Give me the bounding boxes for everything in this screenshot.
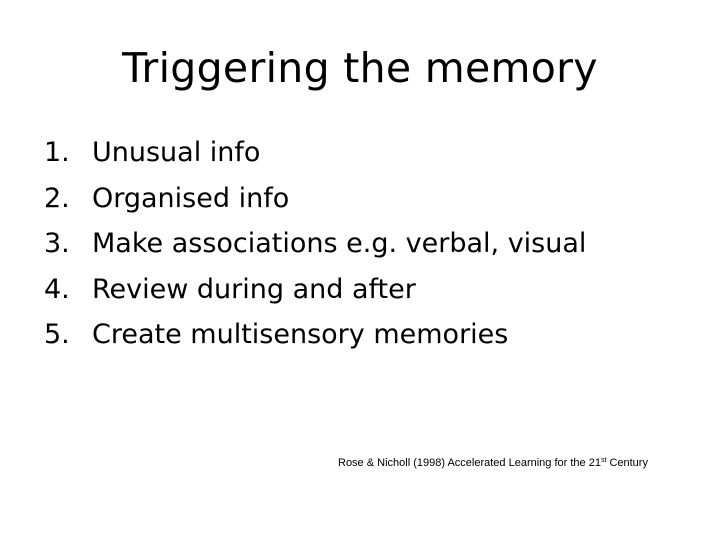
list-item-number: 3. [44, 228, 70, 259]
list-item: 1. Unusual info [44, 130, 586, 176]
citation-superscript: st [600, 457, 607, 464]
list-item-number: 5. [44, 319, 70, 350]
citation-text: Rose & Nicholl (1998) Accelerated Learni… [338, 457, 601, 469]
list-item: 3. Make associations e.g. verbal, visual [44, 221, 586, 267]
list-item-text: Create multisensory memories [92, 319, 509, 350]
list-item-text: Review during and after [92, 273, 416, 305]
citation-text-end: Century [606, 457, 648, 469]
slide-title: Triggering the memory [122, 44, 598, 92]
citation: Rose & Nicholl (1998) Accelerated Learni… [338, 456, 648, 470]
list-item-number: 4. [44, 273, 70, 305]
list-item-text: Make associations e.g. verbal, visual [92, 228, 587, 259]
list-item: 2. Organised info [44, 176, 586, 222]
list-item-number: 2. [44, 182, 70, 214]
list-item: 5. Create multisensory memories [44, 312, 586, 358]
list-item: 4. Review during and after [44, 267, 586, 313]
list-item-number: 1. [44, 137, 70, 168]
list-item-text: Organised info [92, 182, 290, 214]
numbered-list: 1. Unusual info 2. Organised info 3. Mak… [44, 130, 586, 358]
list-item-text: Unusual info [92, 137, 261, 168]
